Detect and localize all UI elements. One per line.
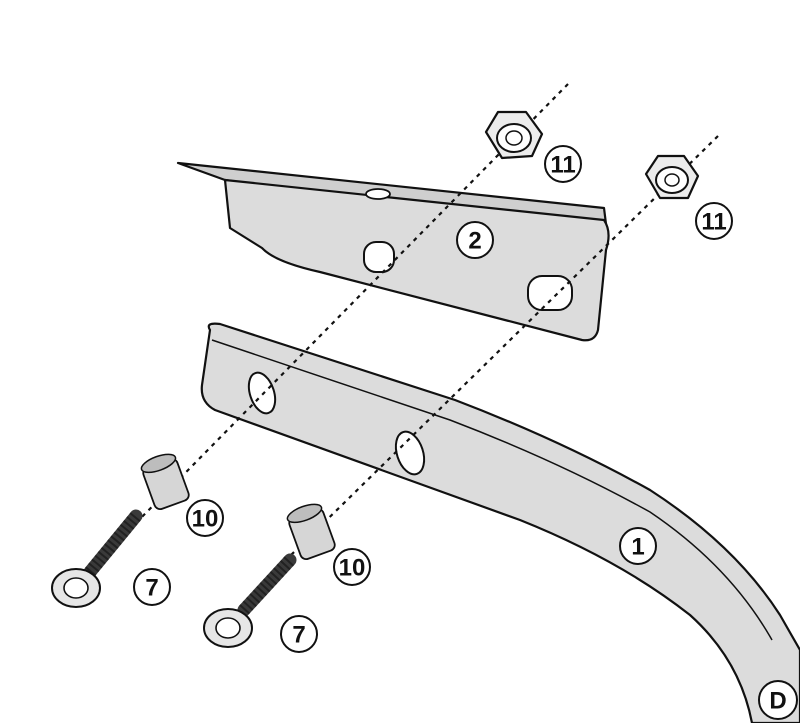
callout-label: 7 [292,622,305,649]
callout-label: 1 [631,534,644,561]
callout-label: 10 [192,506,219,533]
callout-part-7-left: 7 [133,568,171,606]
callout-part-2: 2 [456,221,494,259]
assembly-axes [134,83,719,557]
callout-label: 11 [550,152,575,179]
view-marker-d: D [758,680,798,720]
bar-hole-left [247,371,277,415]
callout-part-10-left: 10 [186,499,224,537]
support-bar-part-1 [200,322,800,723]
bracket-top-hole [365,188,391,200]
bar-hole-right [394,430,426,476]
callout-part-11-right: 11 [695,202,733,240]
bolt-part-7-left [51,509,143,608]
callout-part-1: 1 [619,527,657,565]
flange-nut-part-11-top [484,110,544,160]
spacer-part-10-left [140,453,190,511]
callout-part-11-top: 11 [544,145,582,183]
flange-nut-part-11-right [644,154,700,200]
bracket-slot-left [363,241,395,273]
bolt-part-7-right [203,553,297,648]
spacer-part-10-right [286,503,336,561]
bracket-slot-right [527,275,573,311]
callout-part-10-right: 10 [333,548,371,586]
callout-part-7-right: 7 [280,615,318,653]
callout-label: 7 [145,575,158,602]
callout-label: 2 [468,228,481,255]
callout-label: 10 [339,555,366,582]
callout-label: 11 [701,209,726,236]
view-marker-label: D [769,688,786,715]
bracket-part-2 [176,161,610,342]
